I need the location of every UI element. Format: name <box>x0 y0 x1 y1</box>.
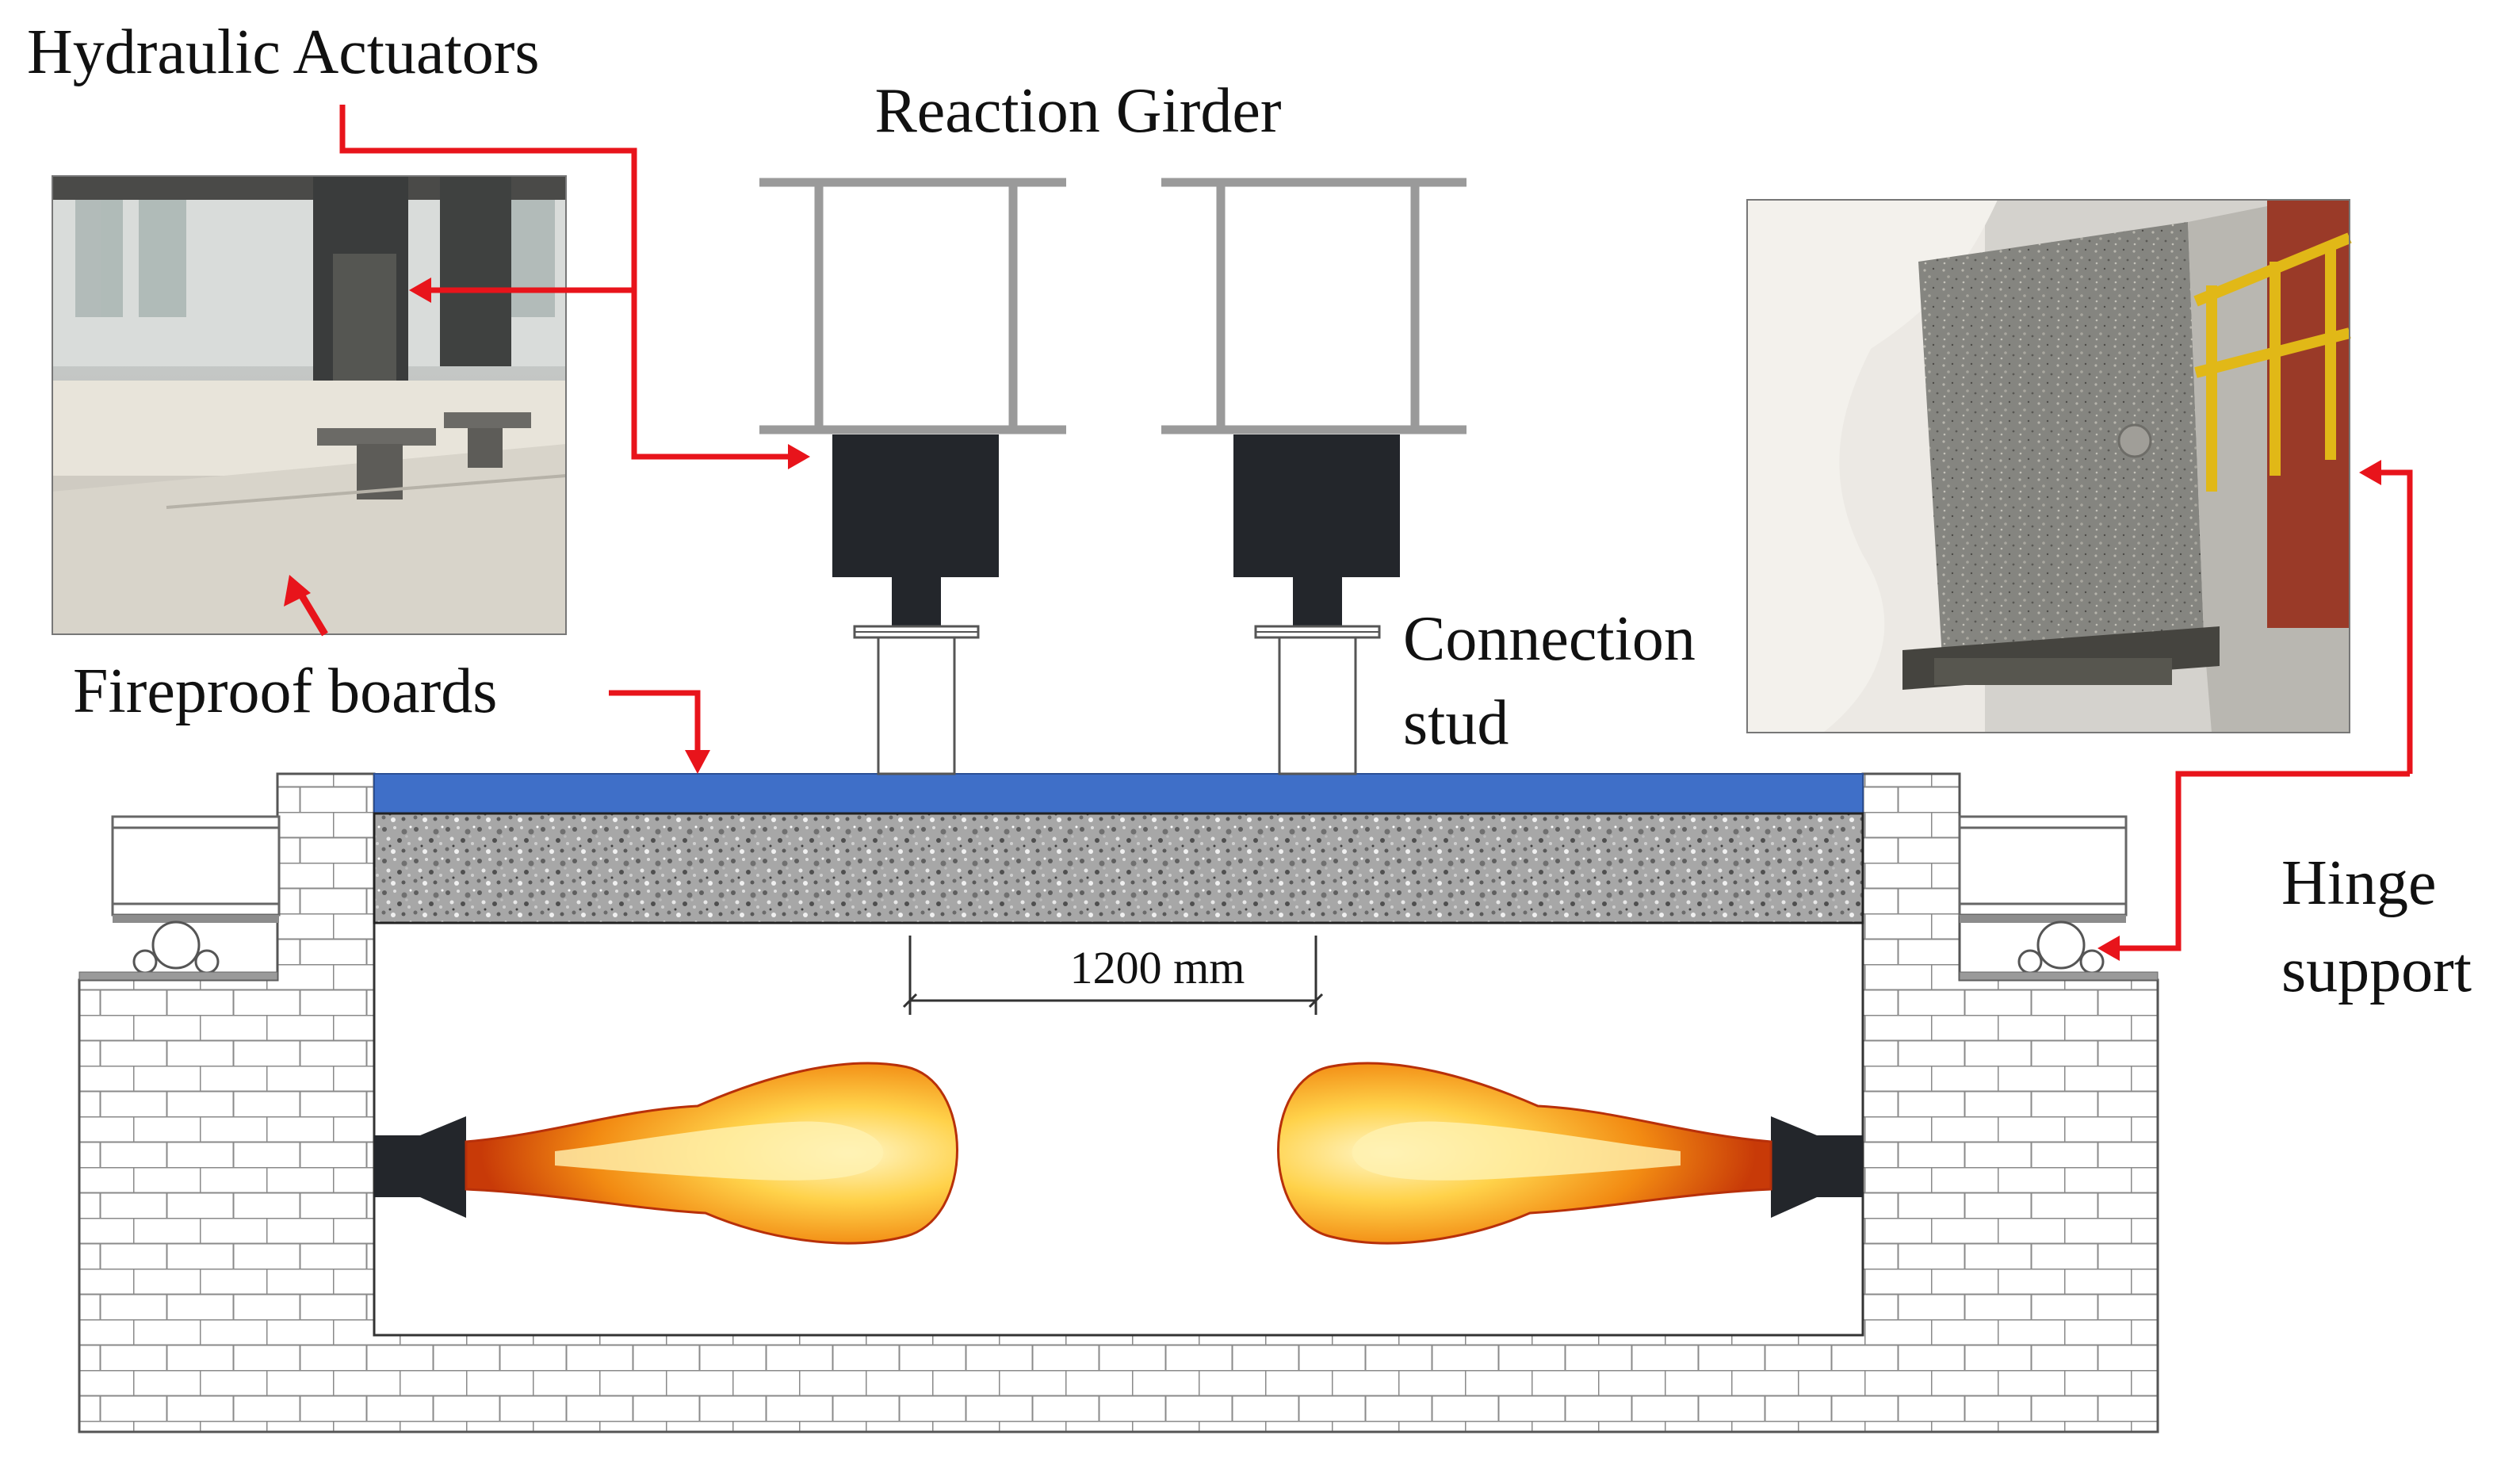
label-hinge-support-line2: support <box>2281 936 2472 1005</box>
flame-icon <box>1277 1062 1772 1245</box>
label-connection-stud-line1: Connection <box>1403 604 1696 674</box>
roller-icon <box>1959 920 2159 981</box>
label-reaction-girder: Reaction Girder <box>874 76 1281 146</box>
photo-actuator-rig <box>52 175 567 635</box>
dimension-line <box>902 936 1324 1015</box>
arrow-head <box>2359 460 2381 485</box>
left-support-beam <box>111 815 281 923</box>
burner-nozzle-icon <box>1771 1116 1863 1218</box>
arrow-head <box>2097 936 2120 961</box>
reaction-girder-right <box>1161 178 1466 434</box>
label-fireproof-boards: Fireproof boards <box>73 656 497 726</box>
arrow-head <box>788 444 810 469</box>
connection-stud-left <box>877 636 956 775</box>
arrow-fireproof-boards <box>609 690 710 774</box>
dimension-label: 1200 mm <box>1070 942 1245 993</box>
right-support-beam <box>1958 815 2128 923</box>
burner-nozzle-icon <box>374 1116 466 1218</box>
connection-stud-right <box>1278 636 1357 775</box>
arrow-hinge-support <box>2109 469 2413 951</box>
reaction-girder-left <box>759 178 1066 434</box>
label-hinge-support-line1: Hinge <box>2281 848 2437 918</box>
actuator-left <box>832 434 999 639</box>
arrow-fireproof-boards-photo <box>284 575 328 637</box>
label-hydraulic-actuators: Hydraulic Actuators <box>27 17 539 87</box>
actuator-right <box>1233 434 1400 639</box>
label-connection-stud-line2: stud <box>1403 688 1509 758</box>
fireproof-board-layer <box>373 773 1864 814</box>
concrete-slab <box>373 812 1864 924</box>
arrow-hydraulic-actuators <box>339 105 799 460</box>
flame-icon <box>465 1062 958 1245</box>
roller-icon <box>78 920 278 981</box>
arrow-head <box>409 277 431 303</box>
photo-hinge-support <box>1746 199 2352 733</box>
